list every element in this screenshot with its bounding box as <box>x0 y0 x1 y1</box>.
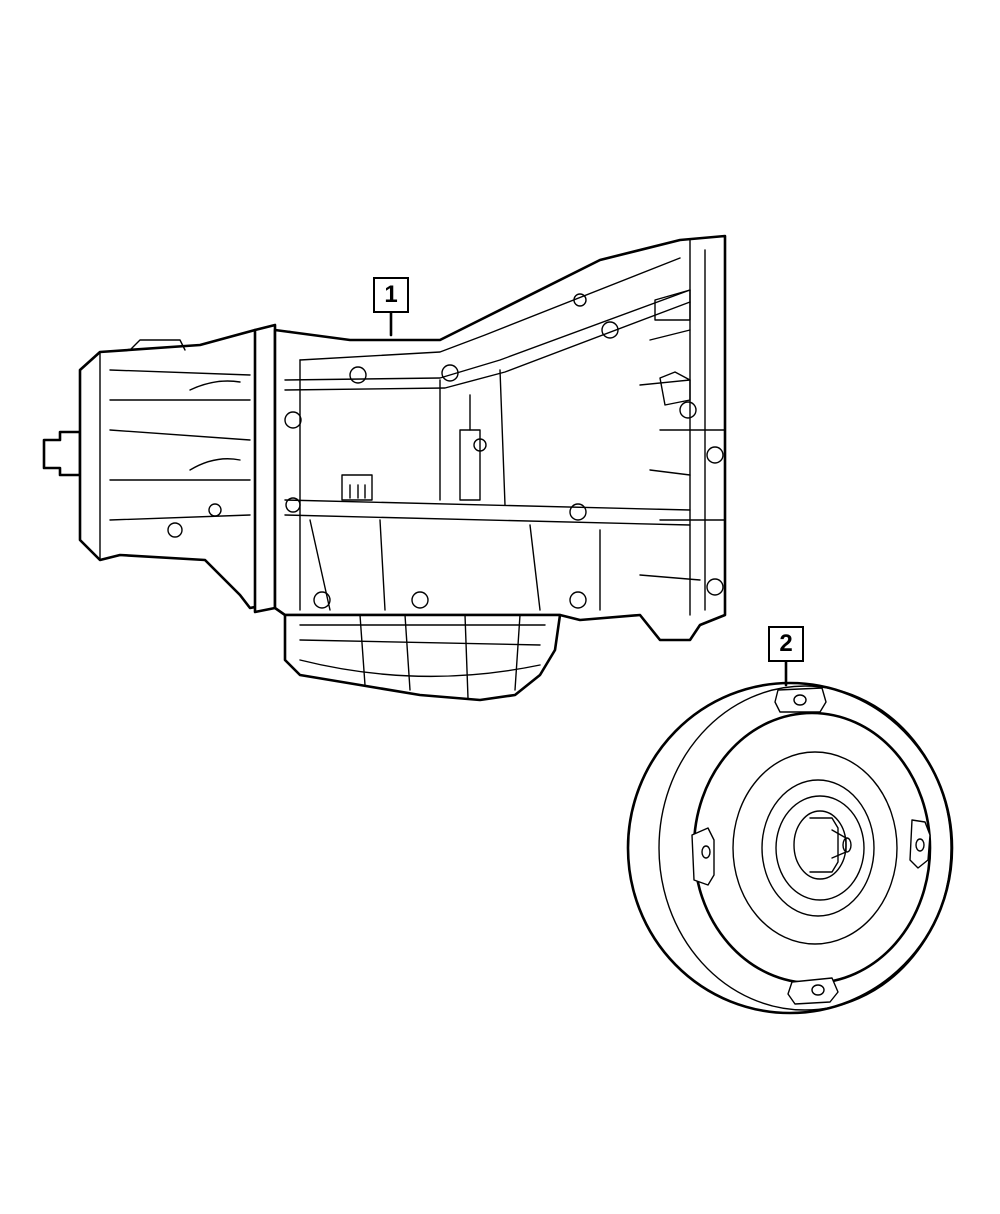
torque-converter[interactable] <box>626 681 954 1015</box>
mounting-lug-top <box>774 687 827 713</box>
callout-1[interactable]: 1 <box>373 277 409 313</box>
callout-1-label: 1 <box>384 281 398 308</box>
callout-2[interactable]: 2 <box>768 626 804 662</box>
mounting-lug-left <box>691 827 715 886</box>
callout-2-label: 2 <box>779 630 793 657</box>
mounting-lug-right <box>909 819 931 869</box>
transmission-assembly[interactable] <box>42 234 727 702</box>
mounting-lug-bottom <box>787 977 839 1005</box>
